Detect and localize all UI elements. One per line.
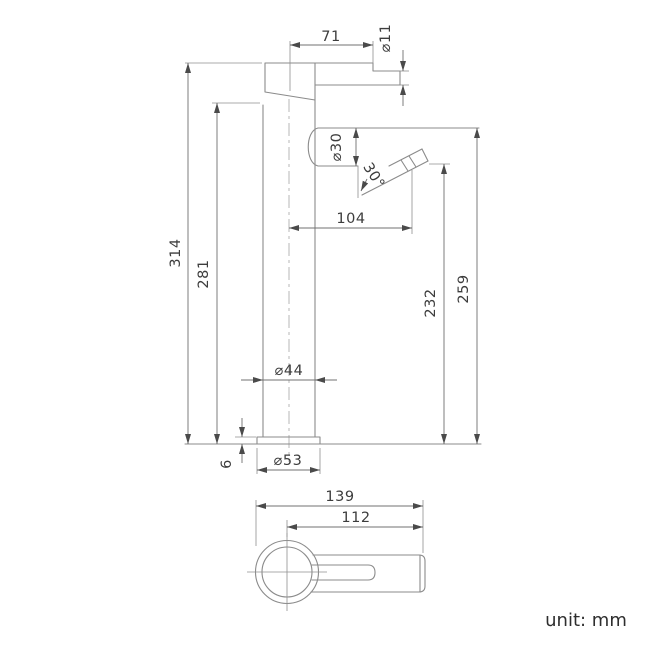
base-plate-outline: [256, 436, 321, 445]
dim-handle-diameter-label: ⌀11: [378, 24, 394, 53]
spout-body-back-arc: [307, 127, 319, 167]
dim-spout-diameter: ⌀30: [329, 128, 359, 166]
dim-outlet-height-label: 232: [423, 288, 439, 317]
dim-reach-from-center: 112: [286, 510, 423, 537]
dim-reach-from-center-label: 112: [341, 510, 370, 526]
dim-body-diameter: ⌀44: [241, 363, 337, 383]
top-view: 139 112: [247, 489, 426, 611]
dim-overall-height-label: 314: [168, 238, 184, 267]
side-view: 71 ⌀11 ⌀30 30° 104: [168, 24, 482, 474]
dim-spout-reach-label: 104: [336, 211, 365, 227]
aerator-tick-2: [408, 155, 417, 168]
dim-overall-length: 139: [255, 489, 424, 553]
aerator-tick-1: [400, 159, 409, 172]
spout-cut-upper-line: [388, 148, 423, 167]
dim-base-diameter-label: ⌀53: [274, 453, 303, 469]
dim-outlet-height: 232: [423, 163, 450, 444]
dim-spout-reach: 104: [289, 170, 413, 234]
dim-body-diameter-label: ⌀44: [275, 363, 304, 379]
spout-tip-cap: [421, 148, 429, 162]
dim-spout-diameter-label: ⌀30: [329, 133, 345, 162]
dim-spout-top-height: 259: [456, 128, 480, 444]
dim-column-height-label: 281: [196, 259, 212, 288]
dim-column-height: 281: [196, 102, 260, 444]
lever-plan-outline: [311, 564, 376, 581]
dim-spout-top-height-label: 259: [456, 274, 472, 303]
dim-handle-length: 71: [289, 29, 374, 91]
dim-base-thickness-label: 6: [219, 459, 235, 469]
dim-base-thickness: 6: [219, 418, 256, 469]
dim-overall-length-label: 139: [325, 489, 354, 505]
handle-lever-outline: [314, 62, 401, 86]
dim-spout-angle: 30°: [357, 160, 387, 198]
spout-cut-lower-line: [361, 160, 429, 196]
dim-overall-height: 314: [168, 62, 262, 444]
unit-label: unit: mm: [545, 610, 627, 631]
dim-handle-length-label: 71: [321, 29, 340, 45]
dim-spout-angle-label: 30°: [359, 160, 387, 192]
dim-handle-diameter: ⌀11: [378, 24, 409, 106]
spout-plan-outline: [310, 554, 426, 593]
dim-base-diameter: ⌀53: [256, 448, 321, 474]
